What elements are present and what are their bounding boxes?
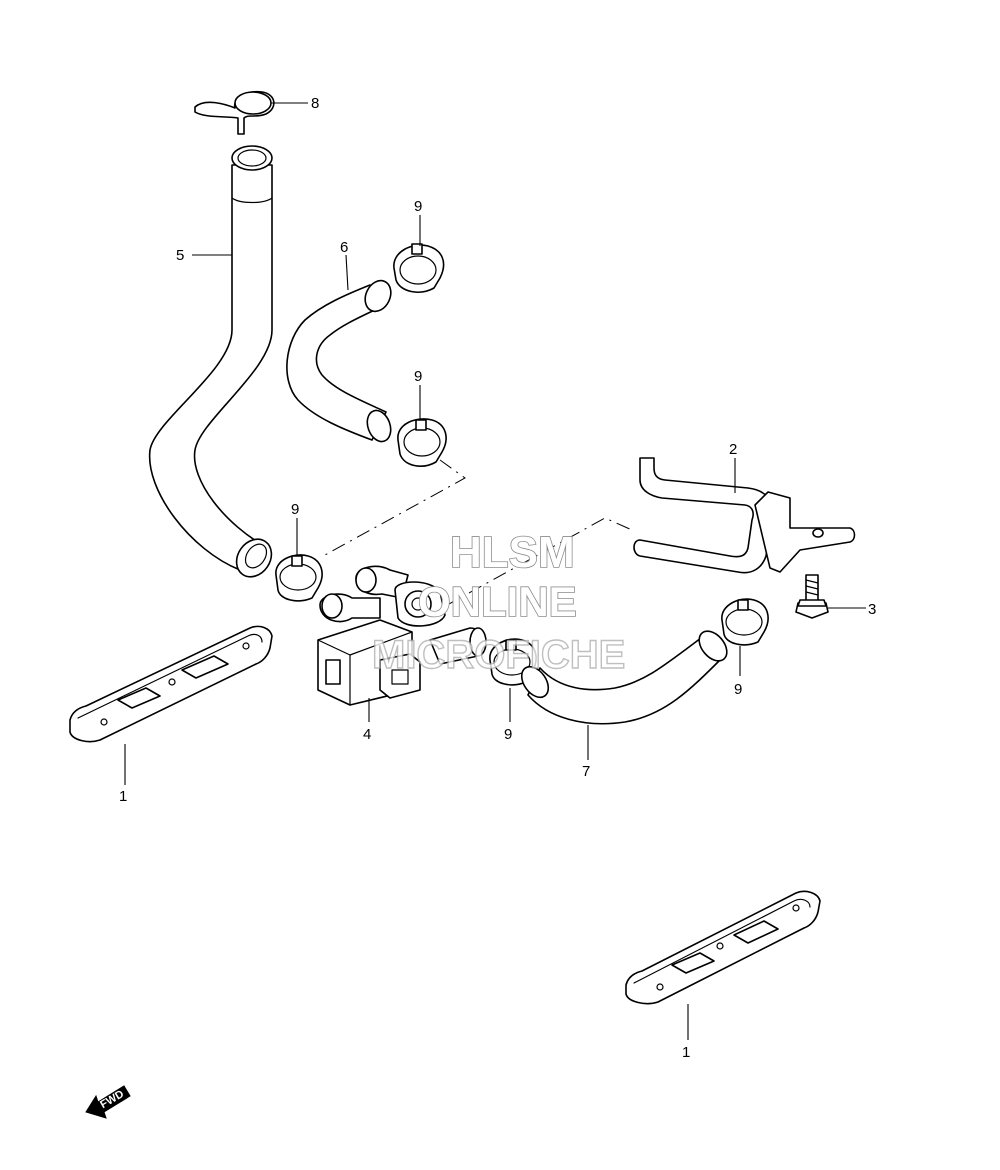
watermark-line-2: ONLINE <box>418 578 577 625</box>
fwd-arrow-icon: FWD <box>85 1085 131 1119</box>
callout-9-lower: 9 <box>504 726 512 743</box>
part-3-bolt[interactable] <box>795 574 829 619</box>
assembly-line-upper <box>324 459 466 556</box>
assembly-line-lower <box>419 517 633 621</box>
callout-9-middle: 9 <box>414 368 422 385</box>
part-2-pipe-bracket[interactable] <box>633 457 856 574</box>
part-9-clamp-upper[interactable] <box>393 243 445 293</box>
watermark-line-3: MICROFICHE <box>372 633 625 677</box>
part-9-clamp-right[interactable] <box>721 598 769 646</box>
part-4-valve[interactable] <box>317 565 487 706</box>
watermark: HLSM ONLINE MICROFICHE <box>371 527 626 678</box>
callout-9-left: 9 <box>291 501 299 518</box>
part-8-cap-tie[interactable] <box>194 90 275 135</box>
part-6-hose[interactable] <box>286 276 396 444</box>
fwd-label: FWD <box>98 1088 126 1111</box>
callout-8: 8 <box>311 95 319 112</box>
part-9-clamp-middle[interactable] <box>397 418 447 467</box>
callout-3: 3 <box>868 601 876 618</box>
callout-5: 5 <box>176 247 184 264</box>
callout-1-upper: 1 <box>119 788 127 805</box>
part-1-plate-upper[interactable] <box>69 625 273 743</box>
callout-2: 2 <box>729 441 737 458</box>
callout-9-upper: 9 <box>414 198 422 215</box>
watermark-line-1: HLSM <box>450 528 575 577</box>
part-7-hose[interactable] <box>516 626 732 725</box>
callout-9-right: 9 <box>734 681 742 698</box>
callout-6: 6 <box>340 239 348 256</box>
part-1-plate-lower[interactable] <box>625 890 821 1005</box>
part-9-clamp-left[interactable] <box>275 554 323 602</box>
callout-1-lower: 1 <box>682 1044 690 1061</box>
callout-4: 4 <box>363 726 371 743</box>
part-5-hose[interactable] <box>148 145 279 584</box>
callout-7: 7 <box>582 763 590 780</box>
